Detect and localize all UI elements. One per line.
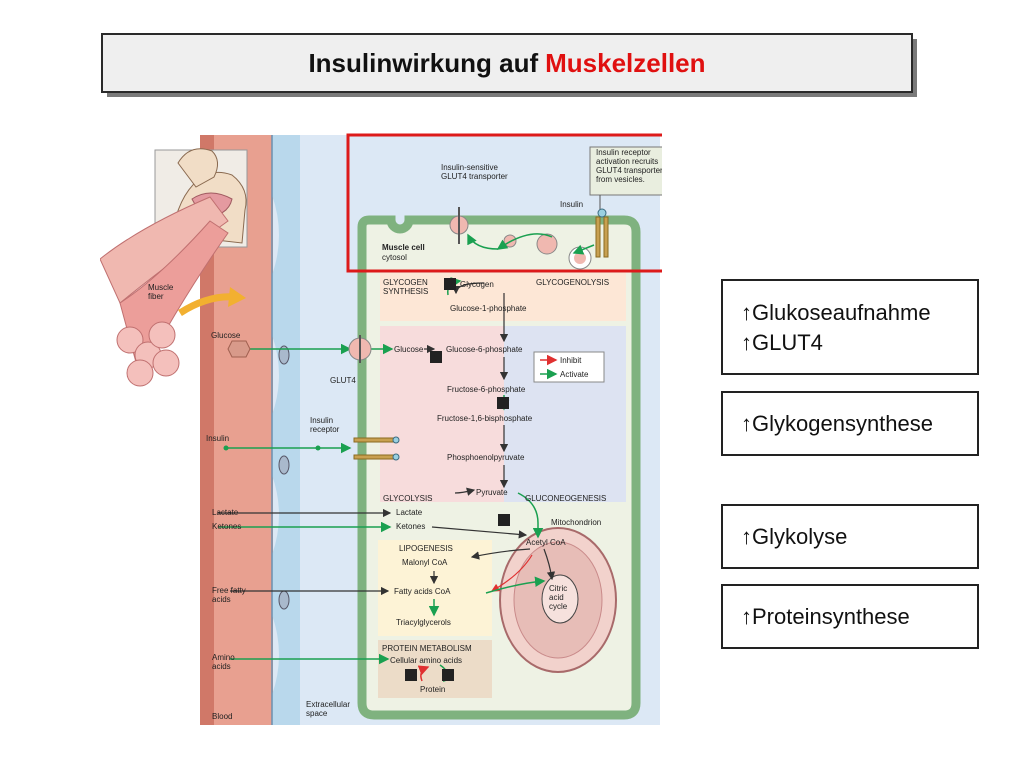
glycogen-to-g1p-arrow (451, 282, 485, 295)
triacylglycerols-label: Triacylglycerols (396, 618, 451, 627)
acetylcoa-to-malonylcoa-arrow (470, 548, 531, 560)
muscle-fiber-illustration (100, 196, 246, 387)
endothelial-nucleus (278, 590, 290, 610)
step-badge-3: 3 (497, 397, 509, 409)
insulin-receptor-icon (353, 436, 400, 461)
svg-text:4: 4 (501, 516, 506, 526)
infobox-glucose-uptake: ↑Glukoseaufnahme ↑GLUT4 (721, 279, 979, 375)
vesicle-arrow (467, 233, 499, 250)
glycolysis-arrow (454, 487, 476, 496)
phosphoenolpyruvate-label: Phosphoenolpyruvate (447, 453, 525, 462)
glucose-6-phosphate-label: Glucose-6-phosphate (446, 345, 523, 354)
insulin-top-label: Insulin (560, 200, 583, 209)
protein-metabolism-region (378, 640, 492, 698)
acetyl-coa-label: Acetyl CoA (526, 538, 566, 547)
protein-label: Protein (420, 685, 445, 694)
legend-activate-label: Activate (560, 370, 589, 379)
svg-text:1: 1 (433, 353, 438, 363)
ketones-ext-label: Ketones (212, 522, 241, 531)
protein-metabolism-label: PROTEIN METABOLISM (382, 644, 472, 653)
glut4-label: GLUT4 (330, 376, 356, 385)
svg-text:2: 2 (447, 280, 452, 290)
pyruvate-label: Pyruvate (476, 488, 508, 497)
mitochondrion-label: Mitochondrion (551, 518, 601, 527)
fatty-acids-coa-label: Fatty acids CoA (394, 587, 451, 596)
infobox-line: ↑Proteinsynthese (741, 604, 910, 629)
malonyl-coa-label: Malonyl CoA (402, 558, 448, 567)
cellular-amino-acids-label: Cellular amino acids (390, 656, 462, 665)
endothelial-nucleus (278, 345, 290, 365)
highlight-frame (346, 133, 662, 273)
vesicle-core (574, 252, 586, 264)
blood-label: Blood (212, 712, 232, 721)
glycolysis-label: GLYCOLYSIS (383, 494, 433, 503)
vessel-wall-left (200, 135, 214, 725)
glycogen-region (380, 273, 626, 321)
slide-title: Insulinwirkung auf Muskelzellen (101, 33, 913, 93)
step-badge-5: 5 (442, 669, 454, 681)
infobox-line: ↑Glykogensynthese (741, 411, 933, 436)
fructose-6-phosphate-label: Fructose-6-phosphate (447, 385, 526, 394)
svg-text:5: 5 (445, 671, 450, 681)
svg-text:6: 6 (408, 671, 413, 681)
step-badge-1: 1 (430, 351, 442, 363)
insulin-molecule-icon (223, 445, 229, 451)
step-badge-4: 4 (498, 514, 510, 526)
glucose-ext-label: Glucose (211, 331, 241, 340)
endothelium (272, 135, 300, 725)
svg-text:3: 3 (500, 399, 505, 409)
ketones-to-acetylcoa-arrow (431, 526, 528, 539)
lactate-ext-label: Lactate (212, 508, 239, 517)
citric-acid-cycle-circle (541, 574, 579, 624)
insulin-molecule-icon (315, 445, 321, 451)
inhibit-arrow (490, 554, 533, 592)
acetylcoa-to-tca-arrow (543, 548, 556, 581)
legend-inhibit-label: Inhibit (560, 356, 582, 365)
cytosol-label: cytosol (382, 253, 407, 262)
infobox-line: ↑GLUT4 (741, 330, 823, 355)
step-badge-6: 6 (405, 669, 417, 681)
vesicle (536, 233, 558, 255)
legend-box (533, 351, 605, 383)
receptor-arrow (572, 244, 595, 255)
ketones-int-label: Ketones (396, 522, 425, 531)
infobox-protein-synthesis: ↑Proteinsynthese (721, 584, 979, 649)
protein-breakdown-arrow (417, 665, 430, 682)
beta-oxidation-arrow (485, 576, 546, 594)
glucose-int-label: Glucose (394, 345, 424, 354)
insulin-receptor-membrane (595, 208, 609, 258)
lactate-int-label: Lactate (396, 508, 423, 517)
title-accent: Muskelzellen (545, 47, 706, 78)
glucose-molecule-icon (227, 340, 251, 358)
muscle-cell-label: Muscle cell (382, 243, 425, 252)
callout-box (589, 146, 662, 196)
title-main: Insulinwirkung auf (308, 47, 539, 78)
glucose-1-phosphate-label: Glucose-1-phosphate (450, 304, 527, 313)
step-badge-2: 2 (444, 278, 456, 290)
infobox-line: ↑Glukoseaufnahme (741, 300, 931, 325)
glycogenolysis-label: GLYCOGENOLYSIS (536, 278, 609, 287)
infobox-line: ↑Glykolyse (741, 524, 848, 549)
gluconeogenesis-label: GLUCONEOGENESIS (525, 494, 606, 503)
infobox-glycogen-synthesis: ↑Glykogensynthese (721, 391, 979, 456)
glycogen-label: Glycogen (460, 280, 494, 289)
lipogenesis-label: LIPOGENESIS (399, 544, 453, 553)
pyruvate-to-acetylcoa-arrow (517, 492, 544, 539)
endothelial-nucleus (278, 455, 290, 475)
insulin-ext-label: Insulin (206, 434, 229, 443)
fructose-16-bisphosphate-label: Fructose-1,6-bisphosphate (437, 414, 533, 423)
infobox-glycolysis: ↑Glykolyse (721, 504, 979, 569)
vesicle-arrow (496, 233, 553, 250)
